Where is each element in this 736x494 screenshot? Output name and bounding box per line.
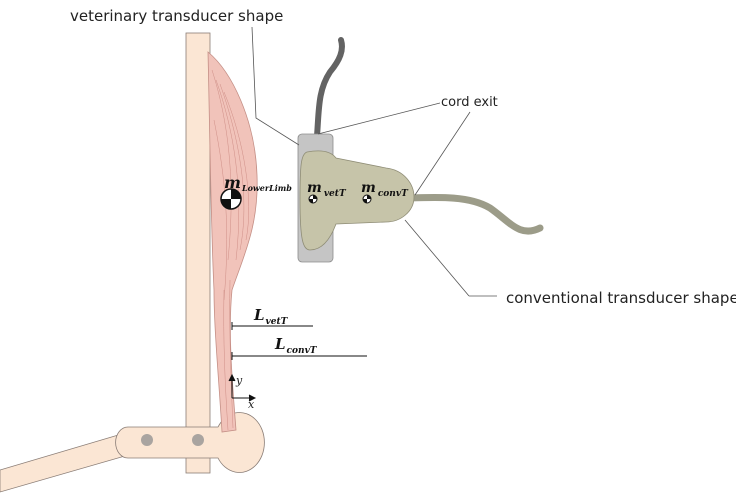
axis-x-label: x [248, 398, 255, 411]
l-conv-label: LconvT [274, 335, 318, 356]
axis-y-label: y [235, 374, 243, 387]
l-vet-label: LvetT [253, 306, 289, 327]
callout-lines [251, 26, 497, 297]
label-conv-shape: conventional transducer shape [506, 289, 736, 307]
calf-muscle [207, 51, 258, 433]
label-vet-shape: veterinary transducer shape [70, 7, 283, 25]
label-cord-exit: cord exit [441, 95, 498, 110]
com-marker-lower-limb [220, 188, 242, 210]
foot-plate [0, 432, 126, 493]
joint-pin-2 [192, 434, 204, 446]
conv-transducer [299, 150, 415, 251]
coordinate-axes [228, 373, 257, 402]
vet-cord [314, 37, 345, 139]
m-lower-limb: mLowerLimb [224, 173, 292, 193]
com-marker-conv [362, 194, 372, 204]
shank-frame [185, 32, 211, 474]
conv-cord [406, 193, 544, 235]
lever-arm-vet [231, 322, 313, 330]
joint-pin-1 [141, 434, 153, 446]
lever-arm-conv [231, 352, 367, 360]
muscle-fibers [211, 69, 250, 431]
com-marker-vet [308, 194, 318, 204]
